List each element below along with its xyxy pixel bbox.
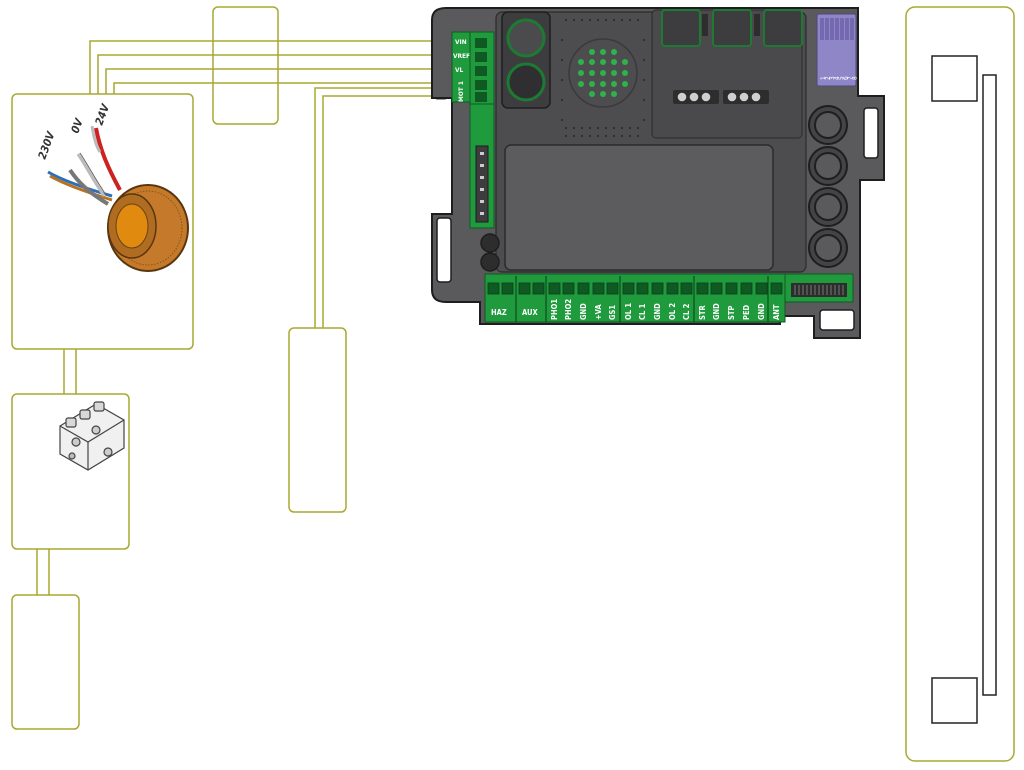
dip-number-4: 4 [833, 76, 841, 80]
capacitor-2 [506, 62, 546, 102]
terminal-ped: PED [742, 304, 751, 320]
transformer-icon: 230V 0V 24V [36, 101, 189, 272]
dip-number-8: 8 [851, 76, 859, 80]
terminal-labels: PHO1 PHO2 GND +VA GS1 OL 1 CL 1 GND OL 2… [550, 299, 781, 320]
terminal-gnd-1: GND [579, 303, 588, 320]
terminal-ant: ANT [772, 304, 781, 320]
junction-wires [213, 40, 278, 84]
label-0v: 0V [69, 116, 87, 135]
terminal-stp: STP [727, 306, 736, 320]
terminal-cl2: CL 2 [682, 303, 691, 320]
gate-hinge-top [931, 55, 978, 102]
terminal-pho2: PHO2 [564, 299, 573, 320]
dip-number-7: 7 [846, 76, 854, 80]
terminal-ol2: OL 2 [668, 303, 677, 320]
dip-number-5: 5 [837, 76, 845, 80]
capacitor-1 [506, 18, 546, 58]
gate-hinge-bottom [931, 677, 978, 724]
jumper-connectors [673, 90, 769, 104]
terminal-gnd-2: GND [653, 303, 662, 320]
push-buttons [808, 105, 848, 268]
side-label-vl: VL [455, 66, 464, 74]
side-label-mot1: MOT 1 [457, 81, 465, 102]
buzzer [568, 38, 638, 108]
control-board-icon: 1 2 3 4 5 6 7 8 VIN VREF VL MOT 1 [431, 7, 885, 339]
dip-switch: 1 2 3 4 5 6 7 8 [816, 13, 859, 87]
terminal-haz: HAZ [491, 308, 507, 317]
gate-icon [931, 55, 997, 724]
transformer-box [11, 93, 194, 350]
terminal-str: STR [698, 305, 707, 320]
perforation-grid [560, 18, 646, 138]
side-label-vin: VIN [455, 38, 467, 46]
terminal-block-icon [59, 401, 125, 471]
side-label-vref: VREF [453, 52, 470, 60]
dip-number-3: 3 [828, 76, 836, 80]
terminal-gs1: GS1 [608, 305, 617, 320]
gate-box [905, 6, 1015, 762]
wires [36, 40, 449, 595]
dip-number-1: 1 [819, 76, 827, 80]
motor-box [288, 327, 347, 513]
junction-box [212, 6, 279, 125]
terminal-va: +VA [594, 304, 603, 320]
led-grid [578, 49, 628, 97]
terminal-cl1: CL 1 [638, 303, 647, 320]
terminal-gnd-3: GND [712, 303, 721, 320]
bottom-terminal-strip [484, 273, 786, 323]
dip-number-6: 6 [842, 76, 850, 80]
power-supply-box [11, 594, 80, 730]
terminal-ol1: OL 1 [624, 303, 633, 320]
gate-leaf [982, 74, 997, 696]
dip-number-2: 2 [824, 76, 832, 80]
terminal-gnd-4: GND [757, 303, 766, 320]
terminal-pho1: PHO1 [550, 299, 559, 320]
terminal-aux: AUX [522, 308, 538, 317]
